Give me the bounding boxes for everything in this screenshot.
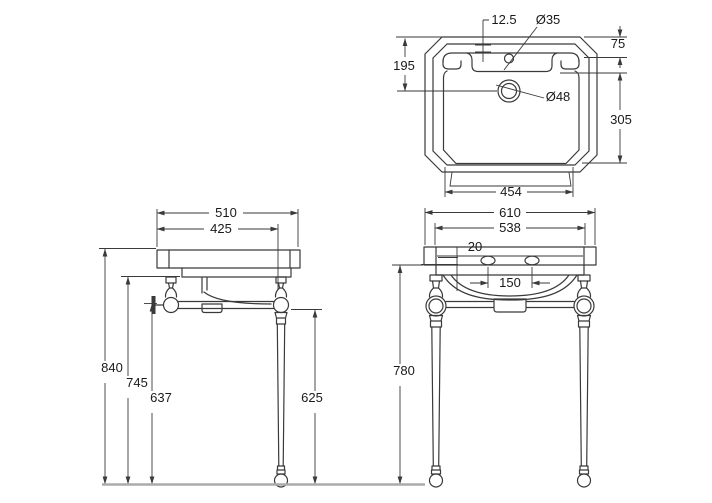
front-apron [435, 264, 585, 276]
tap-hole [503, 53, 515, 64]
front-left-ball-inner [428, 298, 444, 314]
side-view: 510 425 840 745 637 625 [99, 205, 323, 488]
waste-hole-inner [500, 82, 518, 100]
dim-overall-height: 840 [101, 360, 123, 375]
front-tap-hole-left [480, 255, 496, 266]
dim-valve-height: 637 [150, 390, 172, 405]
dim-tap-offset: 12.5 [491, 12, 516, 27]
plan-right-hook [560, 59, 580, 70]
dim-frame-height: 780 [393, 363, 415, 378]
dim-leg-to-back: 425 [210, 221, 232, 236]
side-leg [276, 323, 286, 467]
plan-inner-rim [432, 43, 590, 166]
dim-bowl-width: 454 [500, 184, 522, 199]
plan-view: 12.5 Ø35 75 195 Ø48 305 454 [393, 12, 632, 199]
side-apron [181, 267, 292, 278]
side-trap [201, 303, 223, 314]
dim-overall-width: 610 [499, 205, 521, 220]
side-rear-ball [162, 296, 180, 314]
front-right-ball-inner [576, 298, 592, 314]
plan-left-hook [442, 59, 462, 70]
waste-hole-outer [497, 79, 521, 103]
dim-waste-dia: Ø48 [546, 89, 571, 104]
front-right-leg [579, 326, 589, 467]
plan-bowl [442, 70, 580, 165]
side-basin-top [156, 249, 301, 269]
front-trap [493, 298, 527, 313]
plan-tap-ledge [466, 52, 558, 73]
front-rail [445, 300, 575, 309]
dim-bowl-front: 305 [610, 112, 632, 127]
dim-leg-centres: 538 [499, 220, 521, 235]
dim-underside-height: 745 [126, 375, 148, 390]
front-left-leg [431, 326, 441, 467]
front-view: 610 538 20 150 780 [392, 205, 597, 488]
front-bowl-inner [450, 274, 570, 297]
front-right-foot [576, 473, 592, 488]
plan-skirt [449, 172, 572, 187]
front-basin-top [423, 246, 597, 266]
dim-depth: 510 [215, 205, 237, 220]
side-rail [177, 300, 275, 310]
dim-ledge-step: 20 [468, 239, 482, 254]
dim-waste-from-back: 195 [393, 58, 415, 73]
plan-outer-rim [424, 36, 598, 173]
side-front-ball [272, 296, 290, 314]
front-left-foot [428, 473, 444, 488]
dim-back-rim: 75 [611, 36, 625, 51]
side-foot-ball [273, 473, 289, 488]
side-bowl-curve [203, 291, 272, 305]
front-tap-hole-right [524, 255, 540, 266]
dim-tap-hole-dia: Ø35 [536, 12, 561, 27]
dim-tap-centres: 150 [499, 275, 521, 290]
dim-leg-height: 625 [301, 390, 323, 405]
